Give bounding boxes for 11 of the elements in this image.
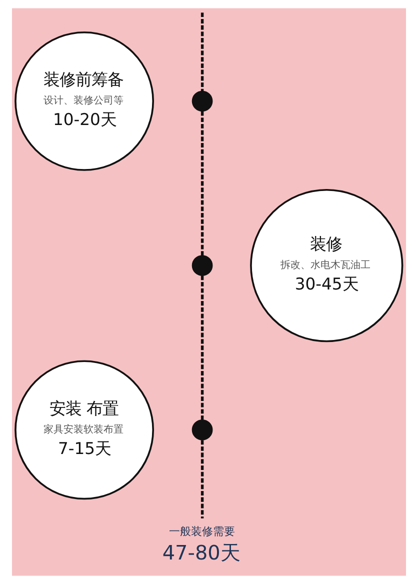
connector [200, 12, 204, 92]
connector [200, 111, 204, 256]
node-circle: 安装 布置 家具安装软装布置 7-15天 [14, 360, 154, 500]
node-circle [192, 255, 213, 276]
node-text: 一般装修需要 47-80天 [162, 524, 240, 564]
node-circle: 装修 拆改、水电木瓦油工 30-45天 [250, 188, 404, 342]
node-circle [192, 90, 213, 112]
node-circle: 装修前筹备 设计、装修公司等 10-20天 [14, 31, 154, 171]
node-circle [192, 419, 213, 440]
connector [200, 276, 204, 420]
connector [200, 440, 204, 518]
